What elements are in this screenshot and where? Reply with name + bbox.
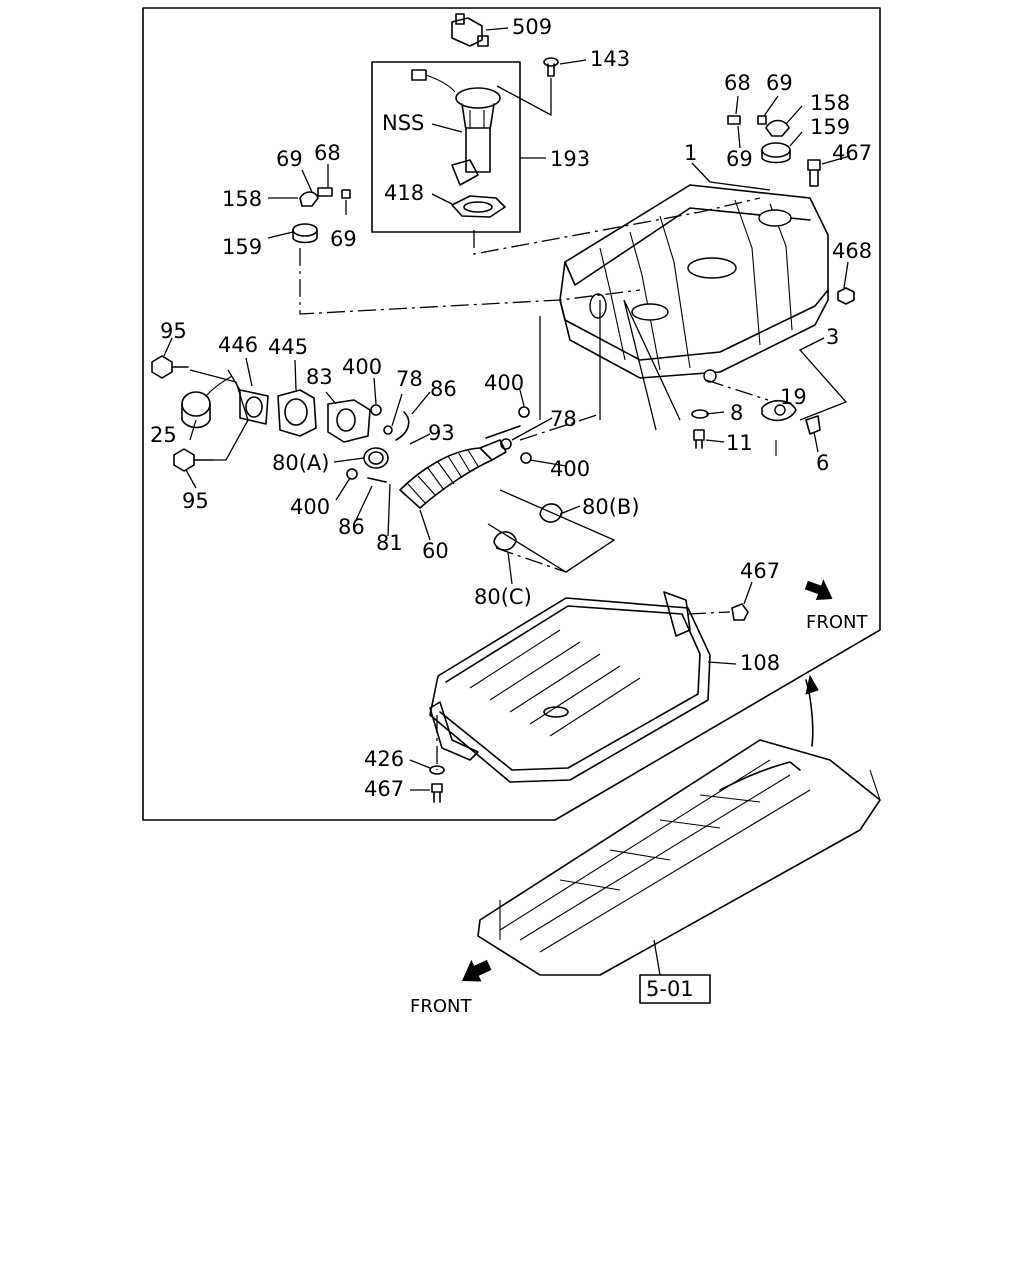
label-78: 78	[550, 407, 577, 431]
sender-box	[371, 61, 521, 233]
label-86: 86	[430, 377, 457, 401]
screw-143	[543, 57, 559, 77]
front-label-lower: FRONT	[410, 996, 472, 1017]
callout-labels: 509 143 NSS 193 418 69 68 158 159 69 68 …	[150, 15, 872, 1017]
label-95: 95	[160, 319, 187, 343]
label-400: 400	[342, 355, 382, 379]
connector-509	[451, 13, 489, 47]
reference-box-label: 5-01	[646, 977, 694, 1001]
front-arrow-icon	[804, 579, 833, 600]
label-83: 83	[306, 365, 333, 389]
reference-box-outline	[639, 974, 711, 1004]
label-69: 69	[276, 147, 303, 171]
label-93: 93	[428, 421, 455, 445]
label-81: 81	[376, 531, 403, 555]
front-label-upper: FRONT	[806, 612, 868, 633]
label-158: 158	[810, 91, 850, 115]
label-158: 158	[222, 187, 262, 211]
chassis-frame	[477, 739, 881, 1004]
label-400: 400	[290, 495, 330, 519]
label-80-c: 80(C)	[474, 585, 532, 609]
label-426: 426	[364, 747, 404, 771]
label-86: 86	[338, 515, 365, 539]
label-19: 19	[780, 385, 807, 409]
label-69: 69	[330, 227, 357, 251]
label-445: 445	[268, 335, 308, 359]
label-25: 25	[150, 423, 177, 447]
left-breather-parts	[292, 187, 351, 244]
sender-assembly	[411, 69, 501, 186]
label-60: 60	[422, 539, 449, 563]
label-1: 1	[684, 141, 697, 165]
label-509: 509	[512, 15, 552, 39]
diagram-frame	[142, 7, 881, 821]
label-3: 3	[826, 325, 839, 349]
label-159: 159	[810, 115, 850, 139]
label-446: 446	[218, 333, 258, 357]
label-6: 6	[816, 451, 829, 475]
label-400: 400	[484, 371, 524, 395]
label-68: 68	[724, 71, 751, 95]
label-80-a: 80(A)	[272, 451, 329, 475]
gasket-418	[451, 195, 506, 218]
fuel-tank	[559, 184, 829, 383]
label-143: 143	[590, 47, 630, 71]
label-159: 159	[222, 235, 262, 259]
label-11: 11	[726, 431, 753, 455]
label-68: 68	[314, 141, 341, 165]
label-400: 400	[550, 457, 590, 481]
label-8: 8	[730, 401, 743, 425]
right-breather-parts	[727, 115, 855, 305]
label-108: 108	[740, 651, 780, 675]
label-nss: NSS	[382, 111, 424, 135]
alignment-lines	[299, 197, 819, 770]
label-467: 467	[832, 141, 872, 165]
label-467: 467	[364, 777, 404, 801]
label-418: 418	[384, 181, 424, 205]
drain-parts	[691, 399, 821, 456]
tank-protector-108	[429, 591, 749, 803]
label-78: 78	[396, 367, 423, 391]
label-468: 468	[832, 239, 872, 263]
filler-neck-group	[151, 355, 563, 551]
label-193: 193	[550, 147, 590, 171]
fuel-sender-group	[371, 13, 559, 233]
label-69: 69	[766, 71, 793, 95]
label-467: 467	[740, 559, 780, 583]
front-arrow-icon	[462, 959, 492, 982]
leader-lines	[163, 27, 851, 976]
label-95: 95	[182, 489, 209, 513]
label-69: 69	[726, 147, 753, 171]
label-80-b: 80(B)	[582, 495, 640, 519]
